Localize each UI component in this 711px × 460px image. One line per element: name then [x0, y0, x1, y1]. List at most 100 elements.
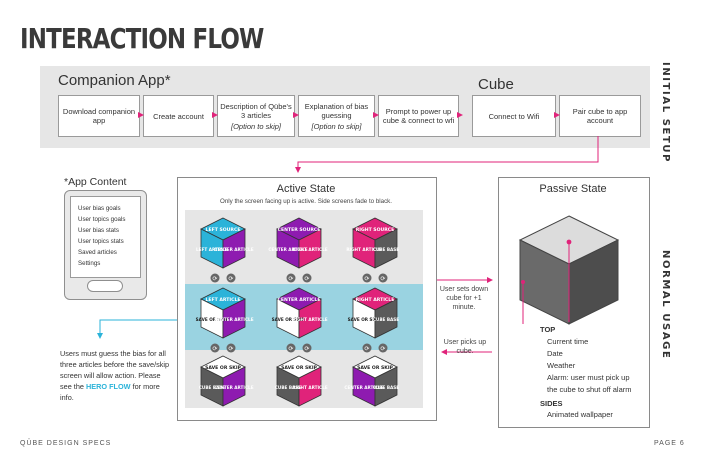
setup-step-note: [Option to skip]: [311, 121, 362, 131]
normal-usage-label: NORMAL USAGE: [660, 250, 671, 360]
top-label: TOP: [540, 325, 556, 334]
cube-top-label: SAVE OR SKIP: [205, 365, 241, 371]
setup-step: Explanation of bias guessing[Option to s…: [298, 95, 375, 137]
rotate-glyph: ⟳: [304, 276, 309, 283]
phone-home-button: [87, 280, 123, 292]
passive-item: Alarm: user must pick up: [547, 373, 630, 382]
rotate-glyph: ⟳: [364, 346, 369, 353]
cube-right-label: CUBE BASE: [373, 385, 399, 390]
rotate-icon: [226, 343, 236, 353]
setup-step: Create account: [143, 95, 214, 137]
rotate-glyph: ⟳: [380, 346, 385, 353]
sides-label: SIDES: [540, 399, 563, 408]
passive-item: Date: [547, 349, 563, 358]
rotate-icon: [286, 343, 296, 353]
active-cubes: LEFT SOURCE LEFT ARTICLE CENTER ARTICLE ⟳ ⟳ C…: [196, 217, 399, 407]
rotate-glyph: ⟳: [228, 276, 233, 283]
cube-right-label: RIGHT ARTICLE: [292, 247, 327, 252]
cube-top-label: SAVE OR SKIP: [357, 365, 393, 371]
hero-flow-link[interactable]: HERO FLOW: [85, 382, 131, 391]
cube-right-label: CENTER ARTICLE: [214, 317, 253, 322]
active-state-subtitle: Only the screen facing up is active. Sid…: [220, 198, 392, 205]
cube-top-label: CENTER SOURCE: [278, 227, 321, 233]
app-content-item: User bias goals: [78, 205, 121, 212]
cube-top-label: SAVE OR SKIP: [281, 365, 317, 371]
rotate-glyph: ⟳: [228, 346, 233, 353]
rotate-icon: [226, 273, 236, 283]
initial-setup-label: INITIAL SETUP: [660, 62, 671, 164]
cube-right-label: CUBE BASE: [373, 247, 399, 252]
rotate-icon: [302, 343, 312, 353]
rotate-glyph: ⟳: [364, 276, 369, 283]
passive-item: Animated wallpaper: [547, 410, 613, 419]
rotate-icon: [210, 343, 220, 353]
rotate-icon: [362, 273, 372, 283]
setup-step-note: [Option to skip]: [230, 121, 282, 131]
cube-left-label: RIGHT ARTICLE: [346, 247, 381, 252]
bias-note: Users must guess the bias for all three …: [60, 348, 172, 403]
rotate-glyph: ⟳: [212, 276, 217, 283]
cube-top-label: LEFT ARTICLE: [205, 297, 240, 303]
to-active-note: User picks up cube.: [443, 339, 487, 355]
app-content-item: Saved articles: [78, 249, 117, 256]
setup-step-text: Connect to Wifi: [488, 111, 540, 121]
passive-item: the cube to shut off alarm: [547, 385, 632, 394]
cube-right-label: RIGHT ARTICLE: [292, 385, 327, 390]
setup-step-text: Prompt to power up cube & connect to wfi: [382, 107, 455, 125]
footer-left: QÜBE DESIGN SPECS: [20, 440, 112, 447]
cube-left-label: CENTER ARTICLE: [268, 247, 307, 252]
cube-left-label: SAVE OR SKIP: [348, 317, 381, 322]
cube-top-label: CENTER ARTICLE: [278, 297, 321, 303]
rotate-icon: [210, 273, 220, 283]
cube-left-label: LEFT ARTICLE: [196, 247, 228, 252]
rotate-glyph: ⟳: [212, 346, 217, 353]
cube-right-label: CUBE BASE: [373, 317, 399, 322]
cube-right-label: CENTER ARTICLE: [214, 385, 253, 390]
setup-step: Download companion app: [58, 95, 140, 137]
bias-note-text: Users must guess the bias for all three …: [60, 349, 170, 391]
to-passive-note: User sets down cube for +1 minute.: [439, 286, 489, 311]
rotate-icon: [302, 273, 312, 283]
bias-note-tail: for more info.: [60, 382, 160, 402]
cube-top-label: LEFT SOURCE: [206, 227, 241, 233]
rotate-icon: [362, 343, 372, 353]
setup-step: Pair cube to app account: [559, 95, 641, 137]
cube-top-label: RIGHT SOURCE: [356, 227, 395, 233]
rotate-glyph: ⟳: [380, 276, 385, 283]
setup-step: Connect to Wifi: [472, 95, 556, 137]
app-content-item: Settings: [78, 260, 101, 267]
cube-left-label: SAVE OR SKIP: [196, 317, 229, 322]
rotate-icon: [286, 273, 296, 283]
setup-step-text: Download companion app: [62, 107, 136, 125]
app-content-item: User topics stats: [78, 238, 124, 245]
cube-right-label: RIGHT ARTICLE: [292, 317, 327, 322]
rotate-icon: [378, 343, 388, 353]
passive-cube-illustration: [518, 215, 620, 325]
rotate-glyph: ⟳: [288, 346, 293, 353]
footer-right: PAGE 6: [654, 440, 685, 447]
app-content-title: *App Content: [64, 176, 127, 188]
active-state-title: Active State: [276, 183, 336, 195]
cube-left-label: CUBE BASE: [199, 385, 225, 390]
setup-step-text: Pair cube to app account: [572, 107, 628, 125]
passive-item: Current time: [547, 337, 589, 346]
rotate-glyph: ⟳: [288, 276, 293, 283]
cube-left-label: SAVE OR SKIP: [272, 317, 305, 322]
app-content-item: User bias stats: [78, 227, 119, 234]
cube-top-label: RIGHT ARTICLE: [356, 297, 395, 303]
setup-step-text: Explanation of bias guessing: [304, 101, 369, 120]
setup-step: Description of Qübe's 3 articles[Option …: [217, 95, 295, 137]
passive-item: Weather: [547, 361, 576, 370]
cube-left-label: CENTER ARTICLE: [344, 385, 383, 390]
